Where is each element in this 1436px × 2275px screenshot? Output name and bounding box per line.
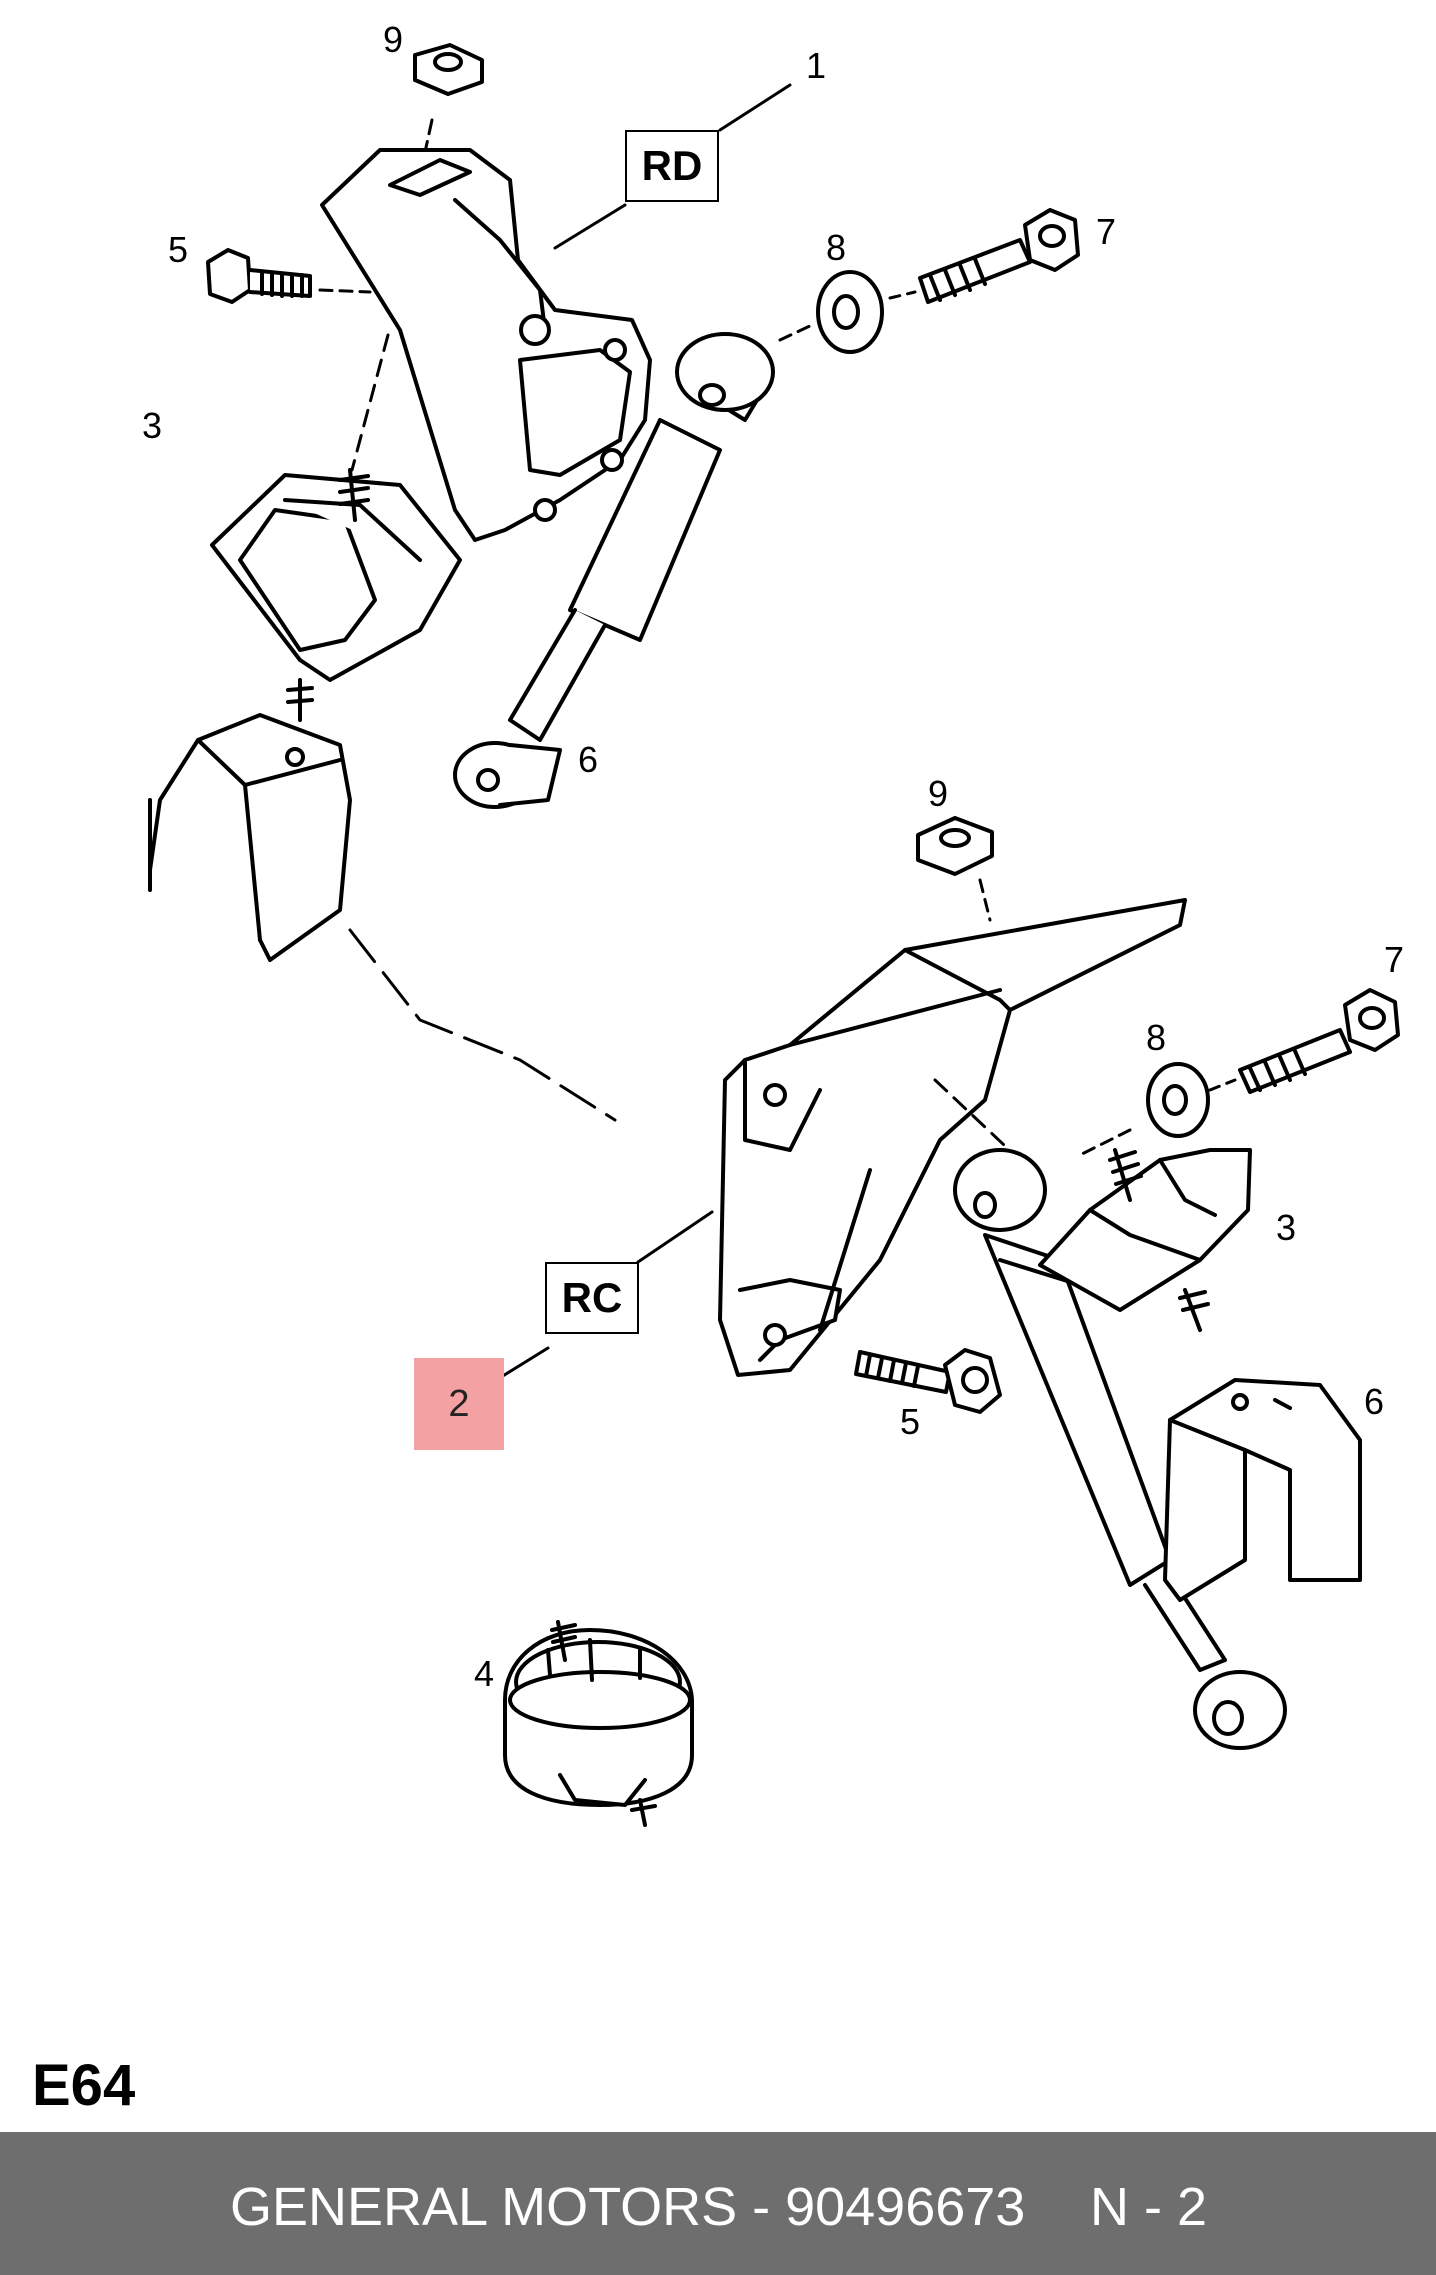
upper-washer: [816, 270, 884, 354]
callout-lower-short-bolt: 5: [900, 1401, 921, 1442]
highlighted-part-callout[interactable]: 2: [414, 1358, 504, 1450]
option-code-rc: RC: [545, 1262, 639, 1334]
callout-lower-clip: 6: [1364, 1381, 1385, 1422]
callout-round-mount: 4: [474, 1653, 495, 1694]
upper-chassis-bracket: [148, 713, 352, 962]
lower-bracket: [718, 898, 1187, 1377]
callout-upper-long-bolt: 7: [1096, 211, 1117, 252]
upper-damper: [453, 332, 775, 809]
callout-upper-nut: 9: [383, 19, 404, 60]
upper-short-bolt: [206, 248, 312, 304]
round-engine-mount: [503, 1620, 694, 1827]
footer-page-number: N - 2: [1090, 2177, 1208, 2237]
lower-nut: [916, 816, 994, 876]
callout-upper-short-bolt: 5: [168, 229, 189, 270]
lower-chassis-clip: [1163, 1378, 1362, 1602]
highlighted-part-number: 2: [448, 1382, 470, 1425]
callout-lower-long-bolt: 7: [1384, 939, 1405, 980]
page-code: E64: [32, 2053, 136, 2118]
lower-long-bolt: [1238, 988, 1400, 1094]
footer-bar: GENERAL MOTORS - 90496673 N - 2: [0, 2132, 1436, 2275]
lower-mount-rubber: [1038, 1148, 1252, 1332]
callout-upper-bracket: 1: [806, 45, 827, 86]
callout-upper-mount: 3: [142, 405, 163, 446]
lower-washer: [1146, 1062, 1210, 1138]
lower-short-bolt: [854, 1348, 1002, 1414]
upper-bracket: [320, 148, 652, 542]
upper-nut: [413, 43, 484, 96]
upper-mount-rubber: [210, 468, 462, 722]
callout-lower-nut: 9: [928, 773, 949, 814]
callout-lower-washer: 8: [1146, 1017, 1167, 1058]
option-code-rd: RD: [625, 130, 719, 202]
lower-damper: [953, 1148, 1287, 1750]
upper-long-bolt: [918, 208, 1080, 304]
footer-brand-part-number: GENERAL MOTORS - 90496673: [230, 2177, 1026, 2237]
callout-lower-mount: 3: [1276, 1207, 1297, 1248]
callout-upper-damper: 6: [578, 739, 599, 780]
exploded-parts-diagram: [148, 43, 1400, 1827]
callout-upper-washer: 8: [826, 227, 847, 268]
